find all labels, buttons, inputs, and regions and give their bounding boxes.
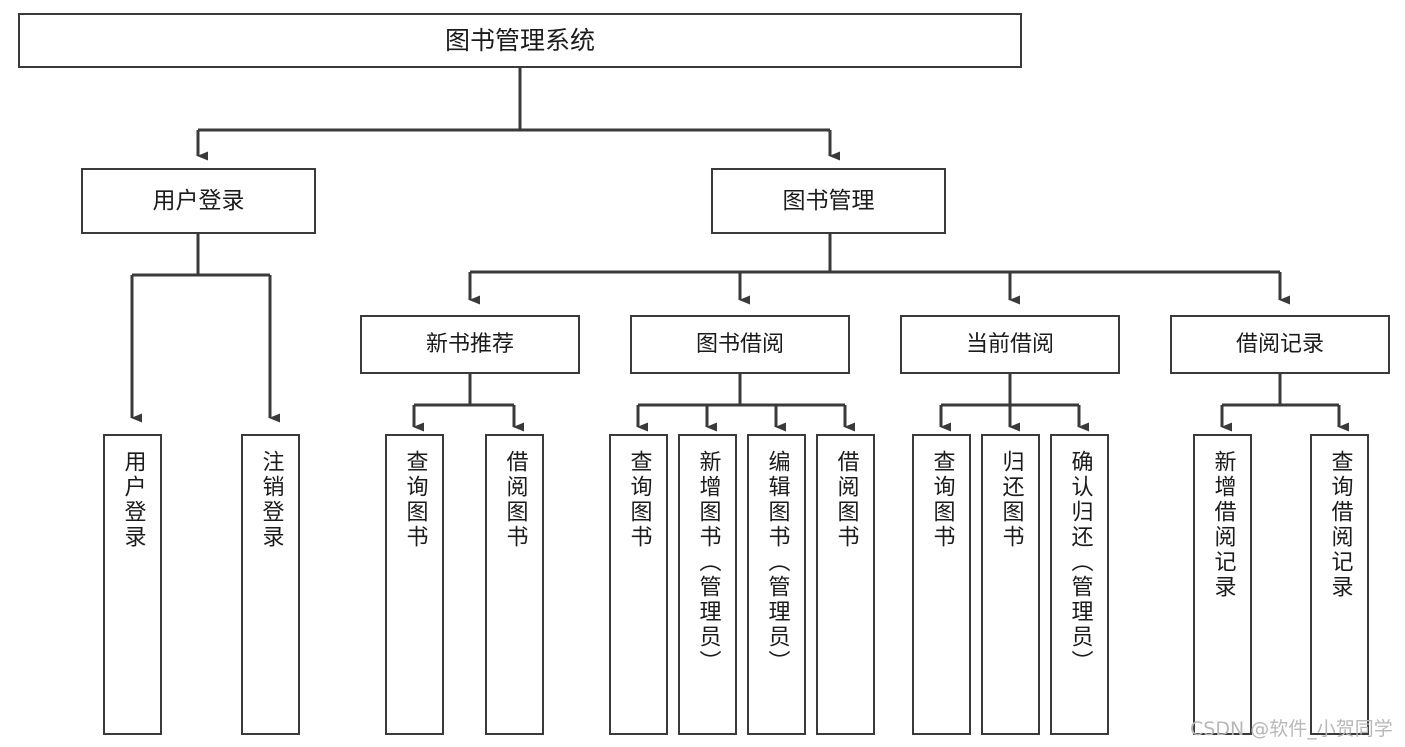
leaf-borrow-record-query-label: 查询借阅记录 (1327, 450, 1353, 600)
leaf-book-borrow-add[interactable]: 新增图书（管理员） (678, 434, 737, 735)
leaf-current-borrow-query[interactable]: 查询图书 (912, 434, 971, 735)
node-book-borrow-label: 图书借阅 (695, 331, 784, 357)
leaf-new-book-borrow-label: 借阅图书 (502, 450, 528, 550)
node-borrow-record-label: 借阅记录 (1235, 331, 1324, 357)
leaf-book-borrow-edit-label: 编辑图书（管理员） (764, 450, 790, 675)
leaf-user-login-signout[interactable]: 注销登录 (241, 434, 300, 735)
leaf-borrow-record-add[interactable]: 新增借阅记录 (1193, 434, 1252, 735)
leaf-book-borrow-borrow-label: 借阅图书 (833, 450, 859, 550)
leaf-book-borrow-query[interactable]: 查询图书 (609, 434, 668, 735)
leaf-user-login-signin-label: 用户登录 (120, 450, 146, 550)
leaf-current-borrow-confirm[interactable]: 确认归还（管理员） (1050, 434, 1109, 735)
leaf-current-borrow-confirm-label: 确认归还（管理员） (1067, 450, 1093, 675)
node-user-login[interactable]: 用户登录 (81, 168, 316, 234)
leaf-new-book-borrow[interactable]: 借阅图书 (485, 434, 544, 735)
leaf-current-borrow-return-label: 归还图书 (998, 450, 1024, 550)
node-user-login-label: 用户登录 (152, 187, 245, 214)
node-new-book-recommend[interactable]: 新书推荐 (360, 315, 580, 374)
leaf-current-borrow-query-label: 查询图书 (929, 450, 955, 550)
node-borrow-record[interactable]: 借阅记录 (1170, 315, 1390, 374)
csdn-watermark: CSDN @软件_小贺同学 (1190, 718, 1393, 740)
node-root-system[interactable]: 图书管理系统 (18, 13, 1022, 68)
leaf-user-login-signin[interactable]: 用户登录 (103, 434, 162, 735)
node-book-borrow[interactable]: 图书借阅 (630, 315, 850, 374)
node-new-book-recommend-label: 新书推荐 (425, 331, 514, 357)
leaf-book-borrow-edit[interactable]: 编辑图书（管理员） (747, 434, 806, 735)
leaf-book-borrow-add-label: 新增图书（管理员） (695, 450, 721, 675)
node-current-borrow[interactable]: 当前借阅 (900, 315, 1120, 374)
node-book-management[interactable]: 图书管理 (711, 168, 946, 234)
leaf-new-book-query[interactable]: 查询图书 (385, 434, 444, 735)
leaf-borrow-record-query[interactable]: 查询借阅记录 (1310, 434, 1369, 735)
node-current-borrow-label: 当前借阅 (965, 331, 1054, 357)
leaf-borrow-record-add-label: 新增借阅记录 (1210, 450, 1236, 600)
leaf-user-login-signout-label: 注销登录 (258, 450, 284, 550)
node-book-management-label: 图书管理 (782, 187, 875, 214)
leaf-new-book-query-label: 查询图书 (402, 450, 428, 550)
leaf-book-borrow-borrow[interactable]: 借阅图书 (816, 434, 875, 735)
leaf-current-borrow-return[interactable]: 归还图书 (981, 434, 1040, 735)
leaf-book-borrow-query-label: 查询图书 (626, 450, 652, 550)
node-root-system-label: 图书管理系统 (444, 26, 595, 55)
